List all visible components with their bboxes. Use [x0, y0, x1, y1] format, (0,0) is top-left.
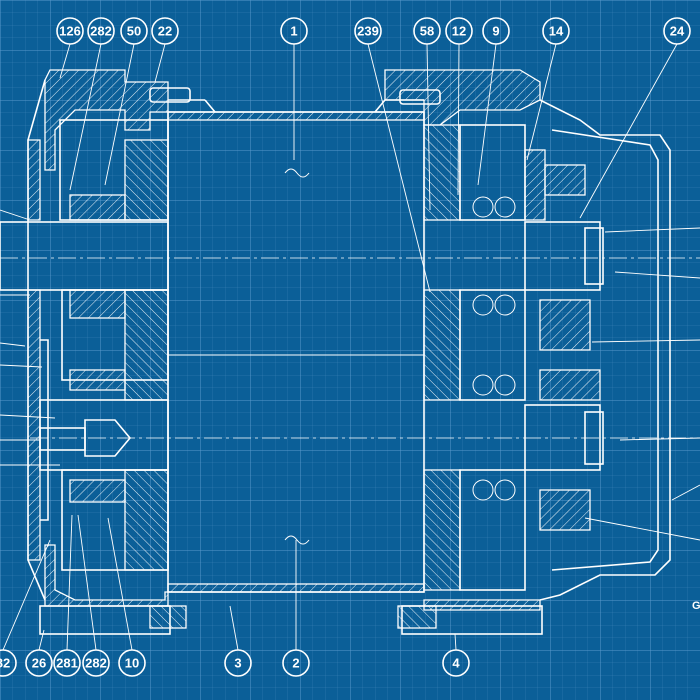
svg-text:50: 50	[127, 24, 141, 39]
svg-text:282: 282	[85, 656, 107, 671]
svg-text:82: 82	[0, 656, 10, 671]
svg-text:58: 58	[420, 24, 434, 39]
svg-text:14: 14	[549, 24, 564, 39]
left-shafts	[0, 221, 700, 521]
right-housing	[384, 69, 671, 635]
svg-text:239: 239	[357, 24, 379, 39]
side-label: G	[692, 600, 700, 612]
svg-text:12: 12	[452, 24, 466, 39]
svg-text:1: 1	[290, 24, 297, 39]
svg-text:282: 282	[90, 24, 112, 39]
svg-text:281: 281	[56, 656, 78, 671]
svg-text:22: 22	[158, 24, 172, 39]
leader-lines	[0, 43, 700, 651]
svg-text:10: 10	[125, 656, 139, 671]
svg-text:4: 4	[452, 656, 460, 671]
svg-text:24: 24	[670, 24, 685, 39]
svg-text:9: 9	[492, 24, 499, 39]
svg-text:2: 2	[292, 656, 299, 671]
svg-text:3: 3	[234, 656, 241, 671]
svg-text:126: 126	[59, 24, 81, 39]
svg-text:26: 26	[32, 656, 46, 671]
left-housing	[27, 69, 191, 635]
